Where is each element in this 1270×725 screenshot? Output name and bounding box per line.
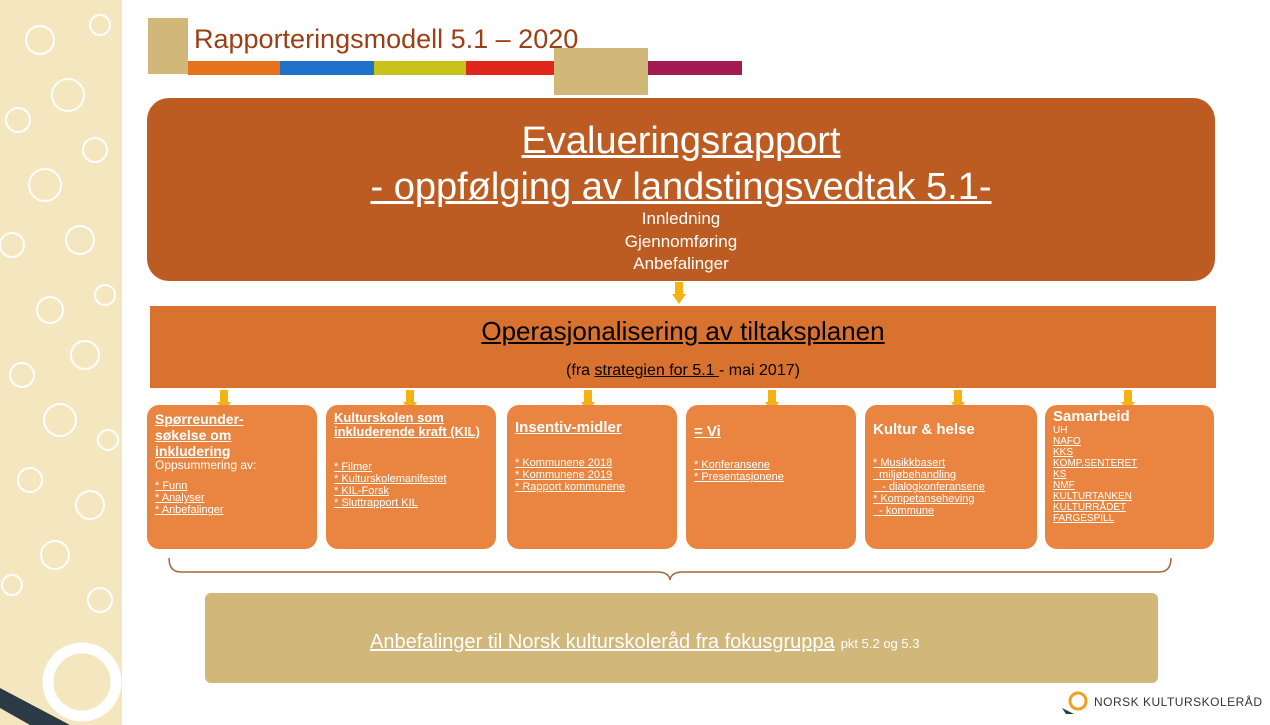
color-stripe-segment [280,61,374,75]
subtitle-suffix: - mai 2017) [719,362,800,379]
evaluation-item: Innledning [641,209,721,228]
strategy-link[interactable]: strategien for 5.1 [594,362,720,379]
card-line[interactable]: * Musikkbasert [873,457,946,469]
operationalization-band: Operasjonalisering av tiltaksplanen (fra… [150,306,1216,388]
card-heading: Samarbeid [1053,408,1130,425]
card-line[interactable]: * Rapport kommunene [515,481,626,493]
evaluation-report-box: Evalueringsrapport - oppfølging av lands… [147,98,1215,281]
circle-pattern [0,14,122,725]
card-line[interactable]: * Sluttrapport KIL [334,497,418,509]
evaluation-item: Anbefalinger [633,254,729,273]
card-heading: Kultur & helse [873,421,975,438]
card-heading: = Vi [694,423,721,440]
logo-icon [1062,691,1088,714]
card-line[interactable]: * Kommunene 2018 [515,457,613,469]
card-line[interactable]: NMF [1053,480,1075,491]
card-line[interactable]: KKS [1053,447,1074,458]
card-line[interactable]: * Kompetanseheving [873,493,975,505]
card-line[interactable]: miljøbehandling [873,469,957,481]
card-line[interactable]: * Anbefalinger [155,504,224,516]
card-line[interactable]: - kommune [873,505,935,517]
card-heading: Spørreunder-søkelse om inkludering [155,411,244,459]
card-line[interactable]: KULTURRÅDET [1053,502,1127,513]
color-stripe-segment [188,61,280,75]
operationalization-subtitle: (fra strategien for 5.1 - mai 2017) [150,362,1216,380]
card-line[interactable]: * Funn [155,480,188,492]
card-line[interactable]: KOMP.SENTERET [1053,458,1138,469]
card-line[interactable]: KS [1053,469,1067,480]
decorative-sidebar [0,0,122,725]
card-line[interactable]: * Presentasjonene [694,471,784,483]
recommendation-link[interactable]: Anbefalinger til Norsk kulturskoleråd fr… [370,631,835,653]
card-incentive-funds: Insentiv-midler * Kommunene 2018 * Kommu… [507,405,677,549]
organization-logo-text: NORSK KULTURSKOLERÅD [1094,695,1263,709]
down-arrow-icon [672,282,686,306]
recommendation-points: pkt 5.2 og 5.3 [840,636,920,651]
recommendation-band: Anbefalinger til Norsk kulturskoleråd fr… [205,593,1158,683]
card-line[interactable]: * Analyser [155,492,205,504]
slide-title: Rapporteringsmodell 5.1 – 2020 [194,24,579,54]
card-intro: Oppsummering av: [155,458,257,472]
card-vi: = Vi * Konferansene * Presentasjonene [686,405,856,549]
color-stripe-segment [374,61,466,75]
color-stripe-segment [648,61,742,75]
card-line[interactable]: * Filmer [334,461,372,473]
evaluation-item: Gjennomføring [624,232,738,251]
card-culture-health: Kultur & helse * Musikkbasert miljøbehan… [865,405,1037,549]
card-line[interactable]: FARGESPILL [1053,513,1115,524]
color-stripe-segment [466,61,554,75]
card-heading: Insentiv-midler [515,419,622,436]
grouping-brace [168,557,1172,581]
card-survey: Spørreunder-søkelse om inkludering Oppsu… [147,405,317,549]
card-line[interactable]: KULTURTANKEN [1053,491,1132,502]
card-collaboration: Samarbeid UH NAFO KKS KOMP.SENTERET KS N… [1045,405,1214,549]
recommendation-text: Anbefalinger til Norsk kulturskoleråd fr… [370,631,919,654]
card-line[interactable]: * KIL-Forsk [334,485,390,497]
card-heading: Kulturskolen som inkluderende kraft (KIL… [334,410,480,439]
card-line[interactable]: * Kommunene 2019 [515,469,613,481]
card-kil: Kulturskolen som inkluderende kraft (KIL… [326,405,496,549]
card-line[interactable]: * Kulturskolemanifestet [334,473,447,485]
evaluation-title-line1: Evalueringsrapport [521,120,841,162]
operationalization-title: Operasjonalisering av tiltaksplanen [481,316,885,346]
card-line: UH [1053,425,1068,436]
evaluation-title-line2: - oppfølging av landstingsvedtak 5.1- [370,166,992,208]
card-line[interactable]: - dialogkonferansene [873,481,985,493]
card-line[interactable]: NAFO [1053,436,1081,447]
color-stripe-segment [554,48,648,95]
title-accent-square [148,18,188,74]
subtitle-prefix: (fra [566,362,595,379]
card-line[interactable]: * Konferansene [694,459,770,471]
